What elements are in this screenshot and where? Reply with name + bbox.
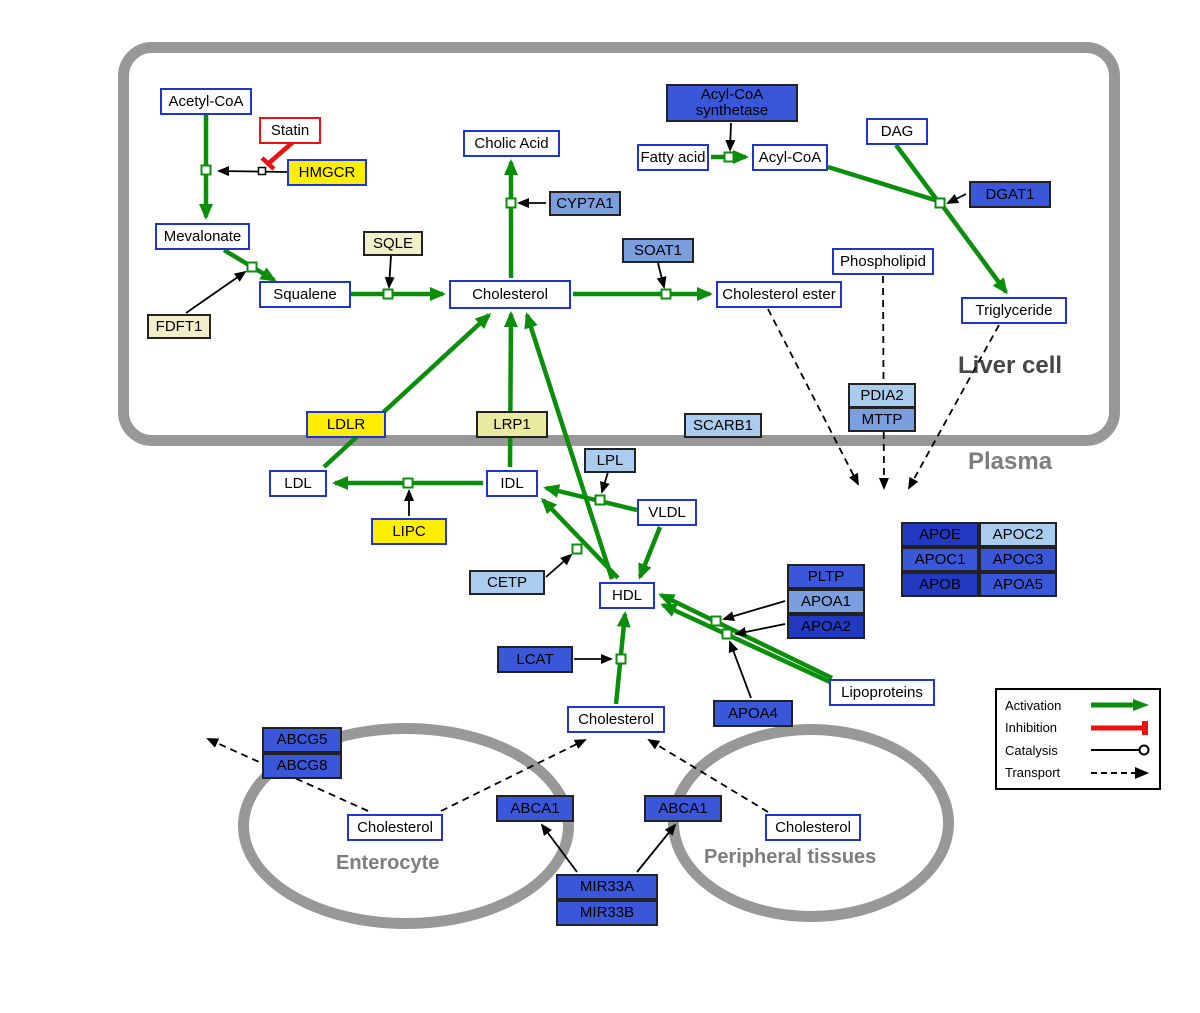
node-statin[interactable]: Statin: [259, 117, 321, 144]
node-hmgcr[interactable]: HMGCR: [287, 159, 367, 186]
node-lipoproteins[interactable]: Lipoproteins: [829, 679, 935, 706]
node-lpl[interactable]: LPL: [584, 448, 636, 473]
node-apob[interactable]: APOB: [901, 572, 979, 597]
node-apoc2[interactable]: APOC2: [979, 522, 1057, 547]
node-scarb1[interactable]: SCARB1: [684, 413, 762, 438]
node-lrp1[interactable]: LRP1: [476, 411, 548, 438]
node-apoa2[interactable]: APOA2: [787, 614, 865, 639]
node-hdl[interactable]: HDL: [599, 582, 655, 609]
legend-inhibition-row: Inhibition: [1005, 720, 1151, 736]
peripheral-tissues-compartment: [668, 724, 954, 922]
plasma-label: Plasma: [968, 448, 1053, 475]
legend-transport-row: Transport: [1005, 765, 1151, 781]
node-apoc1[interactable]: APOC1: [901, 547, 979, 572]
node-mttp[interactable]: MTTP: [848, 407, 916, 432]
inhibition-tbar-icon: [1091, 720, 1148, 735]
node-ldlr[interactable]: LDLR: [306, 411, 386, 438]
legend-activation-row: Activation: [1005, 697, 1151, 713]
node-abcg8[interactable]: ABCG8: [262, 753, 342, 779]
node-cholic-acid[interactable]: Cholic Acid: [463, 130, 560, 157]
catalysis-port-square: [257, 166, 267, 176]
legend-activation-label: Activation: [1005, 697, 1062, 713]
node-abcg5[interactable]: ABCG5: [262, 727, 342, 753]
activation-arrow-icon: [1091, 699, 1149, 712]
node-cyp7a1[interactable]: CYP7A1: [549, 191, 621, 216]
node-lcat[interactable]: LCAT: [497, 646, 573, 673]
node-abca1-enterocyte[interactable]: ABCA1: [496, 795, 574, 822]
legend-transport-label: Transport: [1005, 765, 1061, 781]
node-cholesterol-plasma[interactable]: Cholesterol: [567, 706, 665, 733]
enterocyte-compartment: [238, 723, 574, 929]
node-sqle[interactable]: SQLE: [363, 231, 423, 256]
liver-cell-label: Liver cell: [958, 352, 1063, 379]
node-soat1[interactable]: SOAT1: [622, 238, 694, 263]
node-cholesterol-liver[interactable]: Cholesterol: [449, 280, 571, 309]
node-squalene[interactable]: Squalene: [259, 281, 351, 308]
node-cholesterol-ester[interactable]: Cholesterol ester: [716, 281, 842, 308]
node-mir33a[interactable]: MIR33A: [556, 874, 658, 900]
node-apoa5[interactable]: APOA5: [979, 572, 1057, 597]
inhibition-edge-statin: [260, 140, 295, 171]
node-apoe[interactable]: APOE: [901, 522, 979, 547]
node-idl[interactable]: IDL: [486, 470, 538, 497]
node-abca1-peripheral[interactable]: ABCA1: [644, 795, 722, 822]
node-acyl-coa[interactable]: Acyl-CoA: [752, 144, 828, 171]
legend-box: Activation Inhibition Catalysis Transpor…: [995, 688, 1161, 790]
node-apoc3[interactable]: APOC3: [979, 547, 1057, 572]
node-fatty-acid[interactable]: Fatty acid: [637, 144, 709, 171]
legend-catalysis-label: Catalysis: [1005, 742, 1058, 758]
node-vldl[interactable]: VLDL: [637, 499, 697, 526]
node-ldl[interactable]: LDL: [269, 470, 327, 497]
node-phospholipid[interactable]: Phospholipid: [832, 248, 934, 275]
node-lipc[interactable]: LIPC: [371, 518, 447, 545]
reaction-squares: [200, 151, 946, 665]
node-acetyl-coa[interactable]: Acetyl-CoA: [160, 88, 252, 115]
node-apoa4[interactable]: APOA4: [713, 700, 793, 727]
node-mevalonate[interactable]: Mevalonate: [155, 223, 250, 250]
peripheral-tissues-label: Peripheral tissues: [704, 846, 877, 868]
node-dgat1[interactable]: DGAT1: [969, 181, 1051, 208]
legend-catalysis-row: Catalysis: [1005, 742, 1151, 758]
node-mir33b[interactable]: MIR33B: [556, 900, 658, 926]
node-cetp[interactable]: CETP: [469, 570, 545, 595]
legend-inhibition-label: Inhibition: [1005, 720, 1058, 736]
node-fdft1[interactable]: FDFT1: [147, 314, 211, 339]
node-dag[interactable]: DAG: [866, 118, 928, 145]
node-acyl-coa-synthetase[interactable]: Acyl-CoA synthetase: [666, 84, 798, 122]
node-pdia2[interactable]: PDIA2: [848, 383, 916, 408]
catalysis-circle-icon: [1091, 744, 1150, 756]
node-cholesterol-peripheral[interactable]: Cholesterol: [765, 814, 861, 841]
liver-cell-compartment: [118, 42, 1120, 446]
node-triglyceride[interactable]: Triglyceride: [961, 297, 1067, 324]
transport-dashed-arrow-icon: [1091, 766, 1149, 779]
node-pltp[interactable]: PLTP: [787, 564, 865, 589]
catalysis-edges: [185, 122, 967, 873]
node-cholesterol-enterocyte[interactable]: Cholesterol: [347, 814, 443, 841]
enterocyte-label: Enterocyte: [336, 852, 440, 874]
node-apoa1[interactable]: APOA1: [787, 589, 865, 614]
